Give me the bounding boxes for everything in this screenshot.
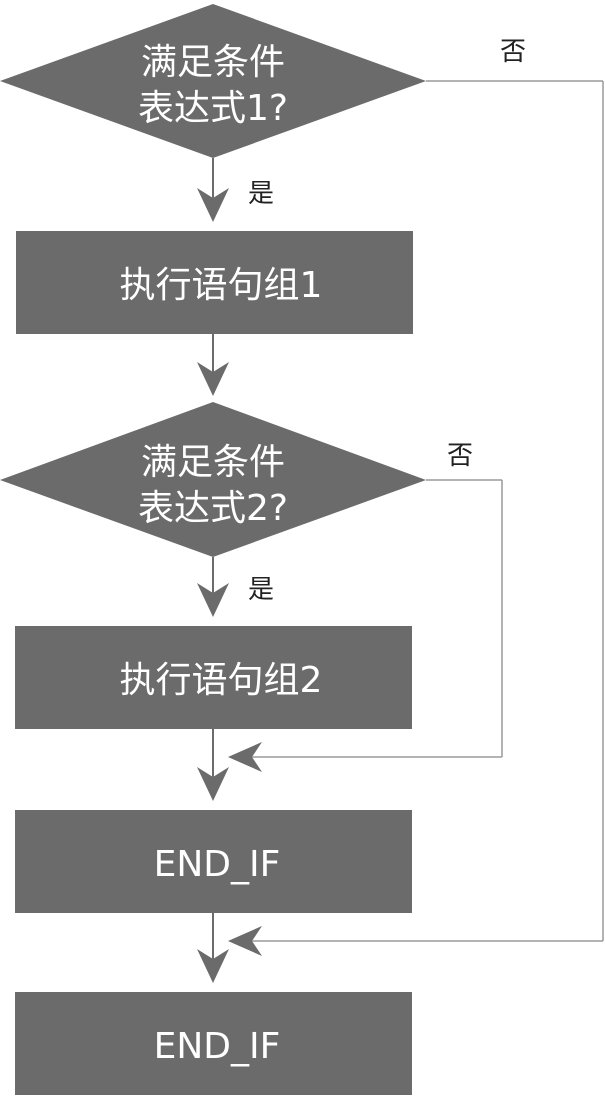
decision1-diamond <box>0 4 426 158</box>
decision2-text-line2: 表达式2? <box>138 488 288 529</box>
endif-to-endif-arrowhead <box>197 949 229 983</box>
decision2-no-label: 否 <box>447 441 473 471</box>
process1-to-decision2-arrowhead <box>197 362 229 396</box>
decision2-yes-arrowhead <box>197 583 229 617</box>
process2-box <box>15 626 412 729</box>
decision1-no-arrowhead <box>228 926 262 956</box>
decision1-text-line2: 表达式1? <box>138 88 288 129</box>
decision1-yes-label: 是 <box>248 179 274 209</box>
process2-to-endif-arrowhead <box>197 767 229 801</box>
decision2-no-arrowhead <box>228 742 262 772</box>
decision1-yes-arrowhead <box>197 188 229 222</box>
end-if-inner-text: END_IF <box>154 844 281 885</box>
process2-text: 执行语句组2 <box>120 660 323 701</box>
end-if-inner-box <box>15 810 412 913</box>
end-if-outer-box <box>15 992 412 1095</box>
decision1-no-label: 否 <box>500 37 526 67</box>
decision2-yes-label: 是 <box>248 575 274 605</box>
process1-text: 执行语句组1 <box>120 265 323 306</box>
end-if-outer-text: END_IF <box>154 1026 281 1067</box>
decision1-text-line1: 满足条件 <box>141 42 285 83</box>
decision2-text-line1: 满足条件 <box>141 442 285 483</box>
decision2-diamond <box>0 402 426 557</box>
process1-box <box>16 231 413 334</box>
